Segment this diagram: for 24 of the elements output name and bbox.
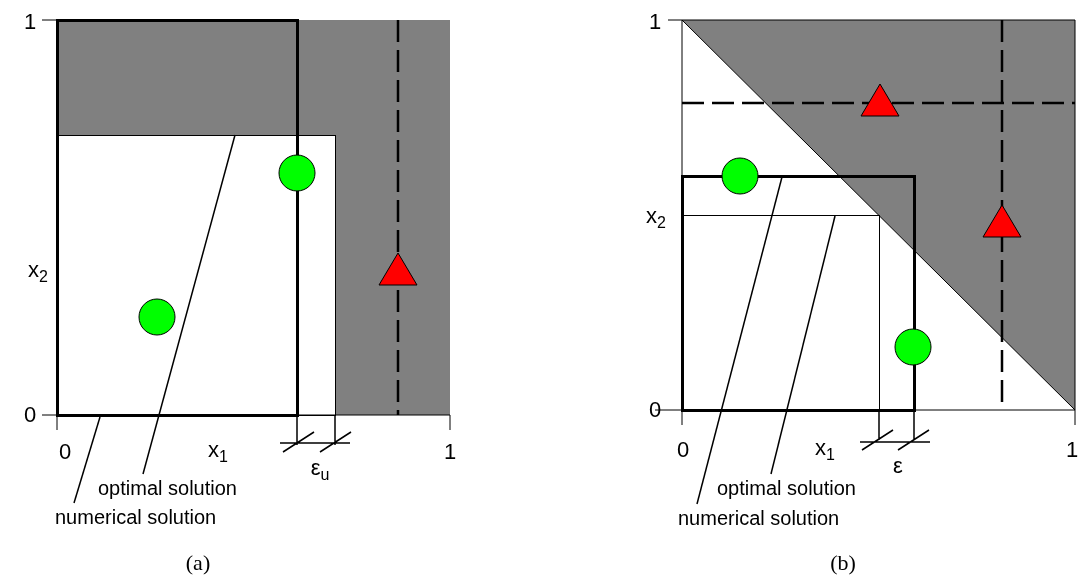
dimension-label: ε <box>893 455 903 477</box>
axis-value: 1 <box>23 11 37 33</box>
leader-line <box>142 134 236 475</box>
axis-value: 0 <box>58 441 72 463</box>
leader-text: numerical solution <box>55 507 217 527</box>
axis-value: 1 <box>648 11 662 33</box>
leader-text: numerical solution <box>678 508 840 528</box>
axis-label: x$_{2}$ <box>28 258 48 286</box>
axis-value: 1 <box>1065 439 1078 461</box>
panel-caption: (b) <box>830 552 856 574</box>
axis-value: 0 <box>23 404 37 426</box>
axis-value: 1 <box>443 441 457 463</box>
leader-line <box>696 176 783 505</box>
leader-text: optimal solution <box>717 478 856 498</box>
axis-label: x$_{1}$ <box>208 438 228 466</box>
axis-value: 0 <box>676 439 690 461</box>
leader-text: optimal solution <box>98 478 237 498</box>
axis-label: x$_{2}$ <box>646 204 666 232</box>
axis-value: 0 <box>648 399 662 421</box>
axis-label: x$_{1}$ <box>815 436 835 464</box>
leader-line <box>770 215 836 475</box>
leader-line <box>73 416 101 504</box>
panel-caption: (a) <box>185 552 211 574</box>
dimension-label: ε$_{u}$ <box>310 456 330 484</box>
